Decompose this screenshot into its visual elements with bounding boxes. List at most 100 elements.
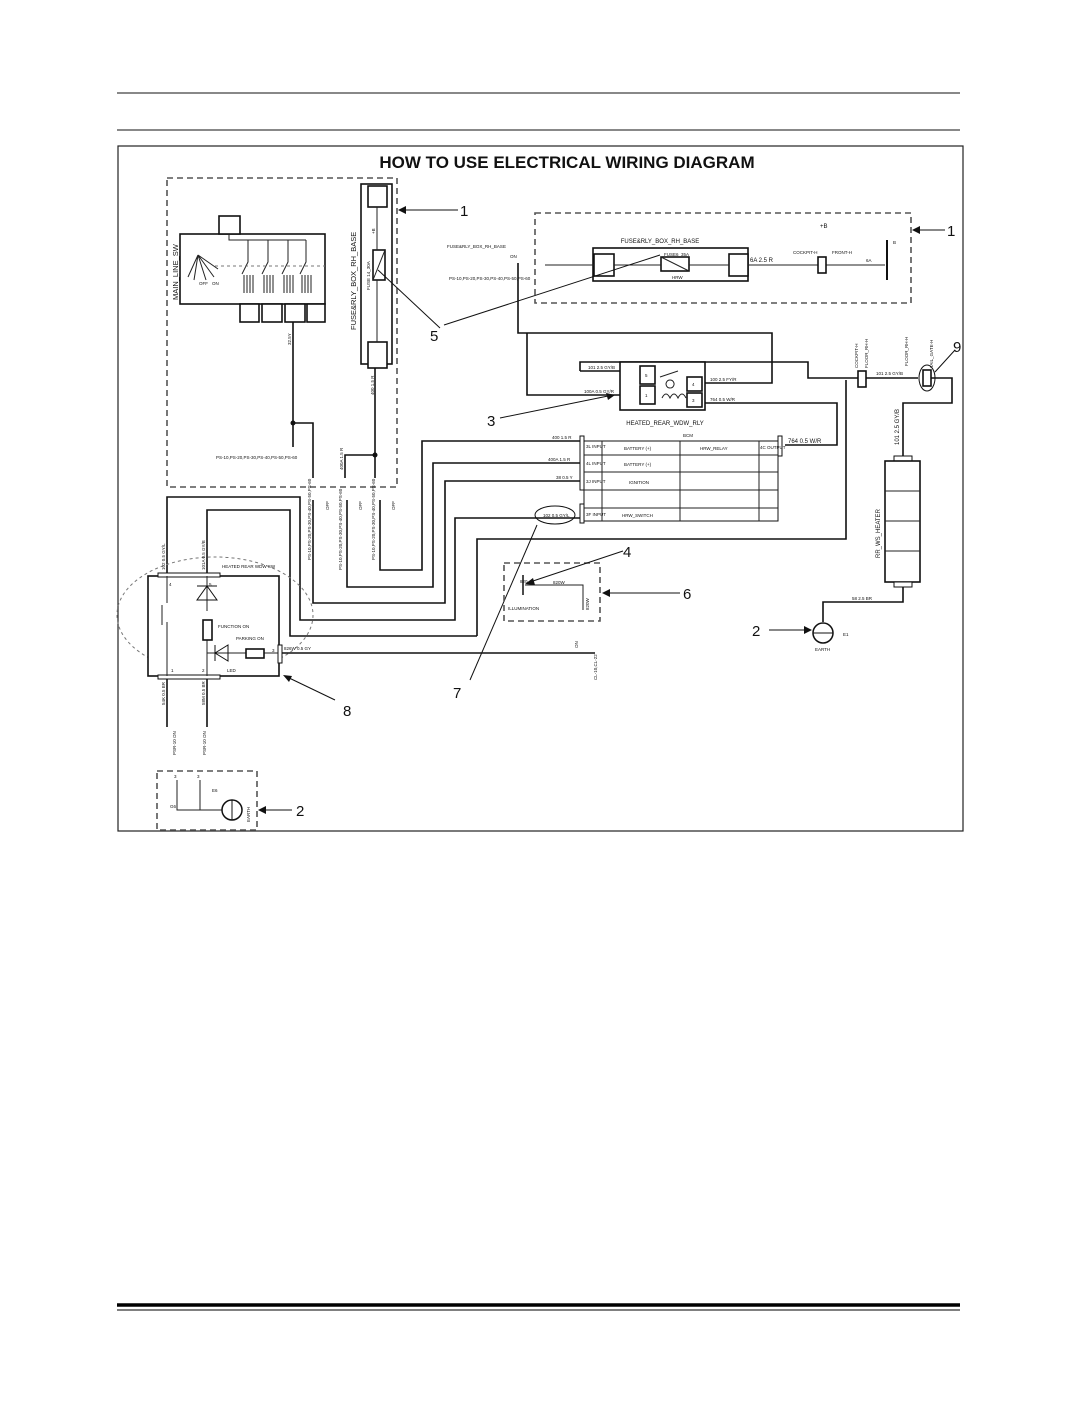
wire-32-label: 32.5Y xyxy=(287,333,292,345)
callout-6: 6 xyxy=(683,586,691,603)
svg-text:3: 3 xyxy=(692,398,695,403)
svg-text:CL-10,CL-22: CL-10,CL-22 xyxy=(593,654,598,680)
callout-2-right: 2 xyxy=(752,623,760,640)
fuse-box-rh-base-label-right: FUSE&RLY_BOX_RH_BASE xyxy=(621,239,700,245)
svg-text:3: 3 xyxy=(272,648,275,653)
svg-text:HRW_SWITCH: HRW_SWITCH xyxy=(622,513,653,518)
svg-text:1: 1 xyxy=(947,223,955,240)
fuse14-label: FUSE 14_30A xyxy=(366,261,371,290)
svg-text:820W: 820W xyxy=(585,597,590,610)
svg-text:102 0.5 GY/L: 102 0.5 GY/L xyxy=(543,513,570,518)
ps-list-right-label: PS-10,PS-20,PS-30,PS-40,PS-50,PS-60 xyxy=(449,276,531,281)
callout-5: 5 xyxy=(377,254,661,345)
ps-list-label: PS-10,PS-20,PS-30,PS-40,PS-50,PS-60 xyxy=(216,455,298,460)
wire-6a2-label: 6A xyxy=(866,258,872,263)
svg-text:PSR-10 ON: PSR-10 ON xyxy=(202,731,207,755)
svg-text:COCKPIT-H: COCKPIT-H xyxy=(854,343,859,368)
svg-text:PS-10,PS-20,PS-30,PS-40,PS-50,: PS-10,PS-20,PS-30,PS-40,PS-50,PS-60 xyxy=(307,478,312,560)
callout-2-lower: 2 xyxy=(296,803,304,820)
bcm-table: BCM 3L INPUT BATTERY (+) HRW_RELAY 4L IN… xyxy=(166,380,847,702)
illumination-group: 820 820W 820W ILLUMINATION 4 6 xyxy=(503,544,691,622)
svg-text:TAIL_GATE-H: TAIL_GATE-H xyxy=(929,340,934,368)
main-line-sw-label: MAIN_LINE_SW xyxy=(171,243,180,300)
front-label: FRONT-H xyxy=(832,250,852,255)
wire-6a-label: 6A 2.5 R xyxy=(750,258,774,264)
svg-text:820: 820 xyxy=(520,579,528,584)
wire-400-label: 400 1.5 R xyxy=(370,375,375,395)
relay-name: HEATED_REAR_WDW_RLY xyxy=(626,421,703,427)
svg-text:EARTH: EARTH xyxy=(815,647,830,652)
callout-7: 7 xyxy=(453,685,461,702)
svg-text:400A 1.5 R: 400A 1.5 R xyxy=(548,457,571,462)
svg-text:1: 1 xyxy=(460,203,468,220)
fuse-box-rh-base-label: FUSE&RLY_BOX_RH_BASE xyxy=(349,232,358,330)
svg-text:2: 2 xyxy=(202,668,205,673)
svg-text:4: 4 xyxy=(692,382,695,387)
svg-text:BATTERY (+): BATTERY (+) xyxy=(624,446,652,451)
svg-text:PS-10,PS-20,PS-30,PS-40,PS-50,: PS-10,PS-20,PS-30,PS-40,PS-50,PS-60 xyxy=(338,488,343,570)
svg-text:3L INPUT: 3L INPUT xyxy=(586,444,606,449)
svg-text:OFF: OFF xyxy=(325,501,330,510)
svg-text:826W 0.5 GY: 826W 0.5 GY xyxy=(284,646,311,651)
svg-text:HEATED REAR WDW SW: HEATED REAR WDW SW xyxy=(222,564,276,569)
svg-text:38 0.5 Y: 38 0.5 Y xyxy=(556,475,573,480)
svg-text:ILLUMINATION: ILLUMINATION xyxy=(508,606,539,611)
svg-text:BATTERY (+): BATTERY (+) xyxy=(624,462,652,467)
svg-text:RR_WS_HEATER: RR_WS_HEATER xyxy=(876,508,882,558)
callout-4: 4 xyxy=(623,544,631,561)
svg-text:1: 1 xyxy=(171,668,174,673)
bcm-output-pin: 4C OUTPUT xyxy=(760,445,786,450)
svg-text:3: 3 xyxy=(197,774,200,779)
svg-text:G6: G6 xyxy=(170,804,177,809)
svg-text:102 0.5 GY/L: 102 0.5 GY/L xyxy=(161,543,166,570)
svg-text:820W: 820W xyxy=(553,580,566,585)
svg-text:101 2.5 GY/B: 101 2.5 GY/B xyxy=(895,409,901,445)
callout-9: 9 xyxy=(953,339,961,356)
svg-text:3F INPUT: 3F INPUT xyxy=(586,512,606,517)
svg-text:OFF: OFF xyxy=(358,501,363,510)
wire-400a-label: 400A 1.5 R xyxy=(339,447,344,470)
svg-text:100A 0.5 GY/R: 100A 0.5 GY/R xyxy=(584,389,615,394)
plus-b-label: +B xyxy=(371,228,376,234)
svg-text:LED: LED xyxy=(227,668,237,673)
b-label: B xyxy=(893,240,896,245)
svg-text:764 0.5 W/R: 764 0.5 W/R xyxy=(710,397,736,402)
hrw-label: HRW xyxy=(672,275,683,280)
fuse-relay-box-left: FUSE&RLY_BOX_RH_BASE +B FUSE 14_30A 400 … xyxy=(339,183,393,478)
svg-text:5: 5 xyxy=(645,373,648,378)
svg-text:4: 4 xyxy=(169,582,172,587)
main-line-switch-group: OFF ON MAIN_LINE_SW 32.5Y PS-10,PS-20,PS… xyxy=(166,177,398,488)
callout-1-left: 1 xyxy=(398,203,468,220)
svg-text:101 2.5 GY/B: 101 2.5 GY/B xyxy=(588,365,615,370)
off-label: OFF xyxy=(199,281,208,286)
cockpit-label: COCKPIT-H xyxy=(793,250,818,255)
relay-group: 5 1 4 3 HEATED_REAR_WDW_RLY 101 2.5 GY/B… xyxy=(487,263,858,446)
bcm-output-wire: 764 0.5 W/R xyxy=(788,439,822,445)
svg-text:3J INPUT: 3J INPUT xyxy=(586,479,606,484)
svg-text:FLOOR_RH-H: FLOOR_RH-H xyxy=(904,337,909,366)
fuse-box-ext-label: FUSE&RLY_BOX_RH_BASE xyxy=(447,244,506,249)
svg-text:101A 0.5 GY/B: 101A 0.5 GY/B xyxy=(201,540,206,570)
svg-text:FLOOR_RH-H: FLOOR_RH-H xyxy=(864,339,869,368)
svg-text:101 2.5 GY/B: 101 2.5 GY/B xyxy=(876,371,903,376)
lower-earth-group: PSR-10 ON PSR-10 ON 3 3 G6 E6 EARTH 2 xyxy=(156,731,304,831)
svg-text:ON: ON xyxy=(574,641,579,648)
svg-text:5: 5 xyxy=(430,328,438,345)
callout-3: 3 xyxy=(487,413,495,430)
on-right-label: ON xyxy=(510,254,517,259)
plus-b-right-label: +B xyxy=(820,224,828,230)
diagram-frame xyxy=(117,145,964,832)
svg-text:BCM: BCM xyxy=(683,433,693,438)
svg-text:4L INPUT: 4L INPUT xyxy=(586,461,606,466)
svg-text:100 2.5 FY/R: 100 2.5 FY/R xyxy=(710,377,737,382)
svg-text:PS-10,PS-20,PS-30,PS-40,PS-50,: PS-10,PS-20,PS-30,PS-40,PS-50,PS-60 xyxy=(371,478,376,560)
svg-text:58 2.5 BR: 58 2.5 BR xyxy=(852,596,873,601)
svg-text:OFF: OFF xyxy=(391,501,396,510)
svg-text:E1: E1 xyxy=(843,632,849,637)
svg-text:PSR-10 ON: PSR-10 ON xyxy=(172,731,177,755)
svg-text:FUNCTION ON: FUNCTION ON xyxy=(218,624,249,629)
rear-window-heater-group: 9 COCKPIT-H FLOOR_RH-H FLOOR_RH-H TAIL_G… xyxy=(752,337,961,652)
svg-text:IGNITION: IGNITION xyxy=(629,480,649,485)
svg-text:5: 5 xyxy=(209,582,212,587)
